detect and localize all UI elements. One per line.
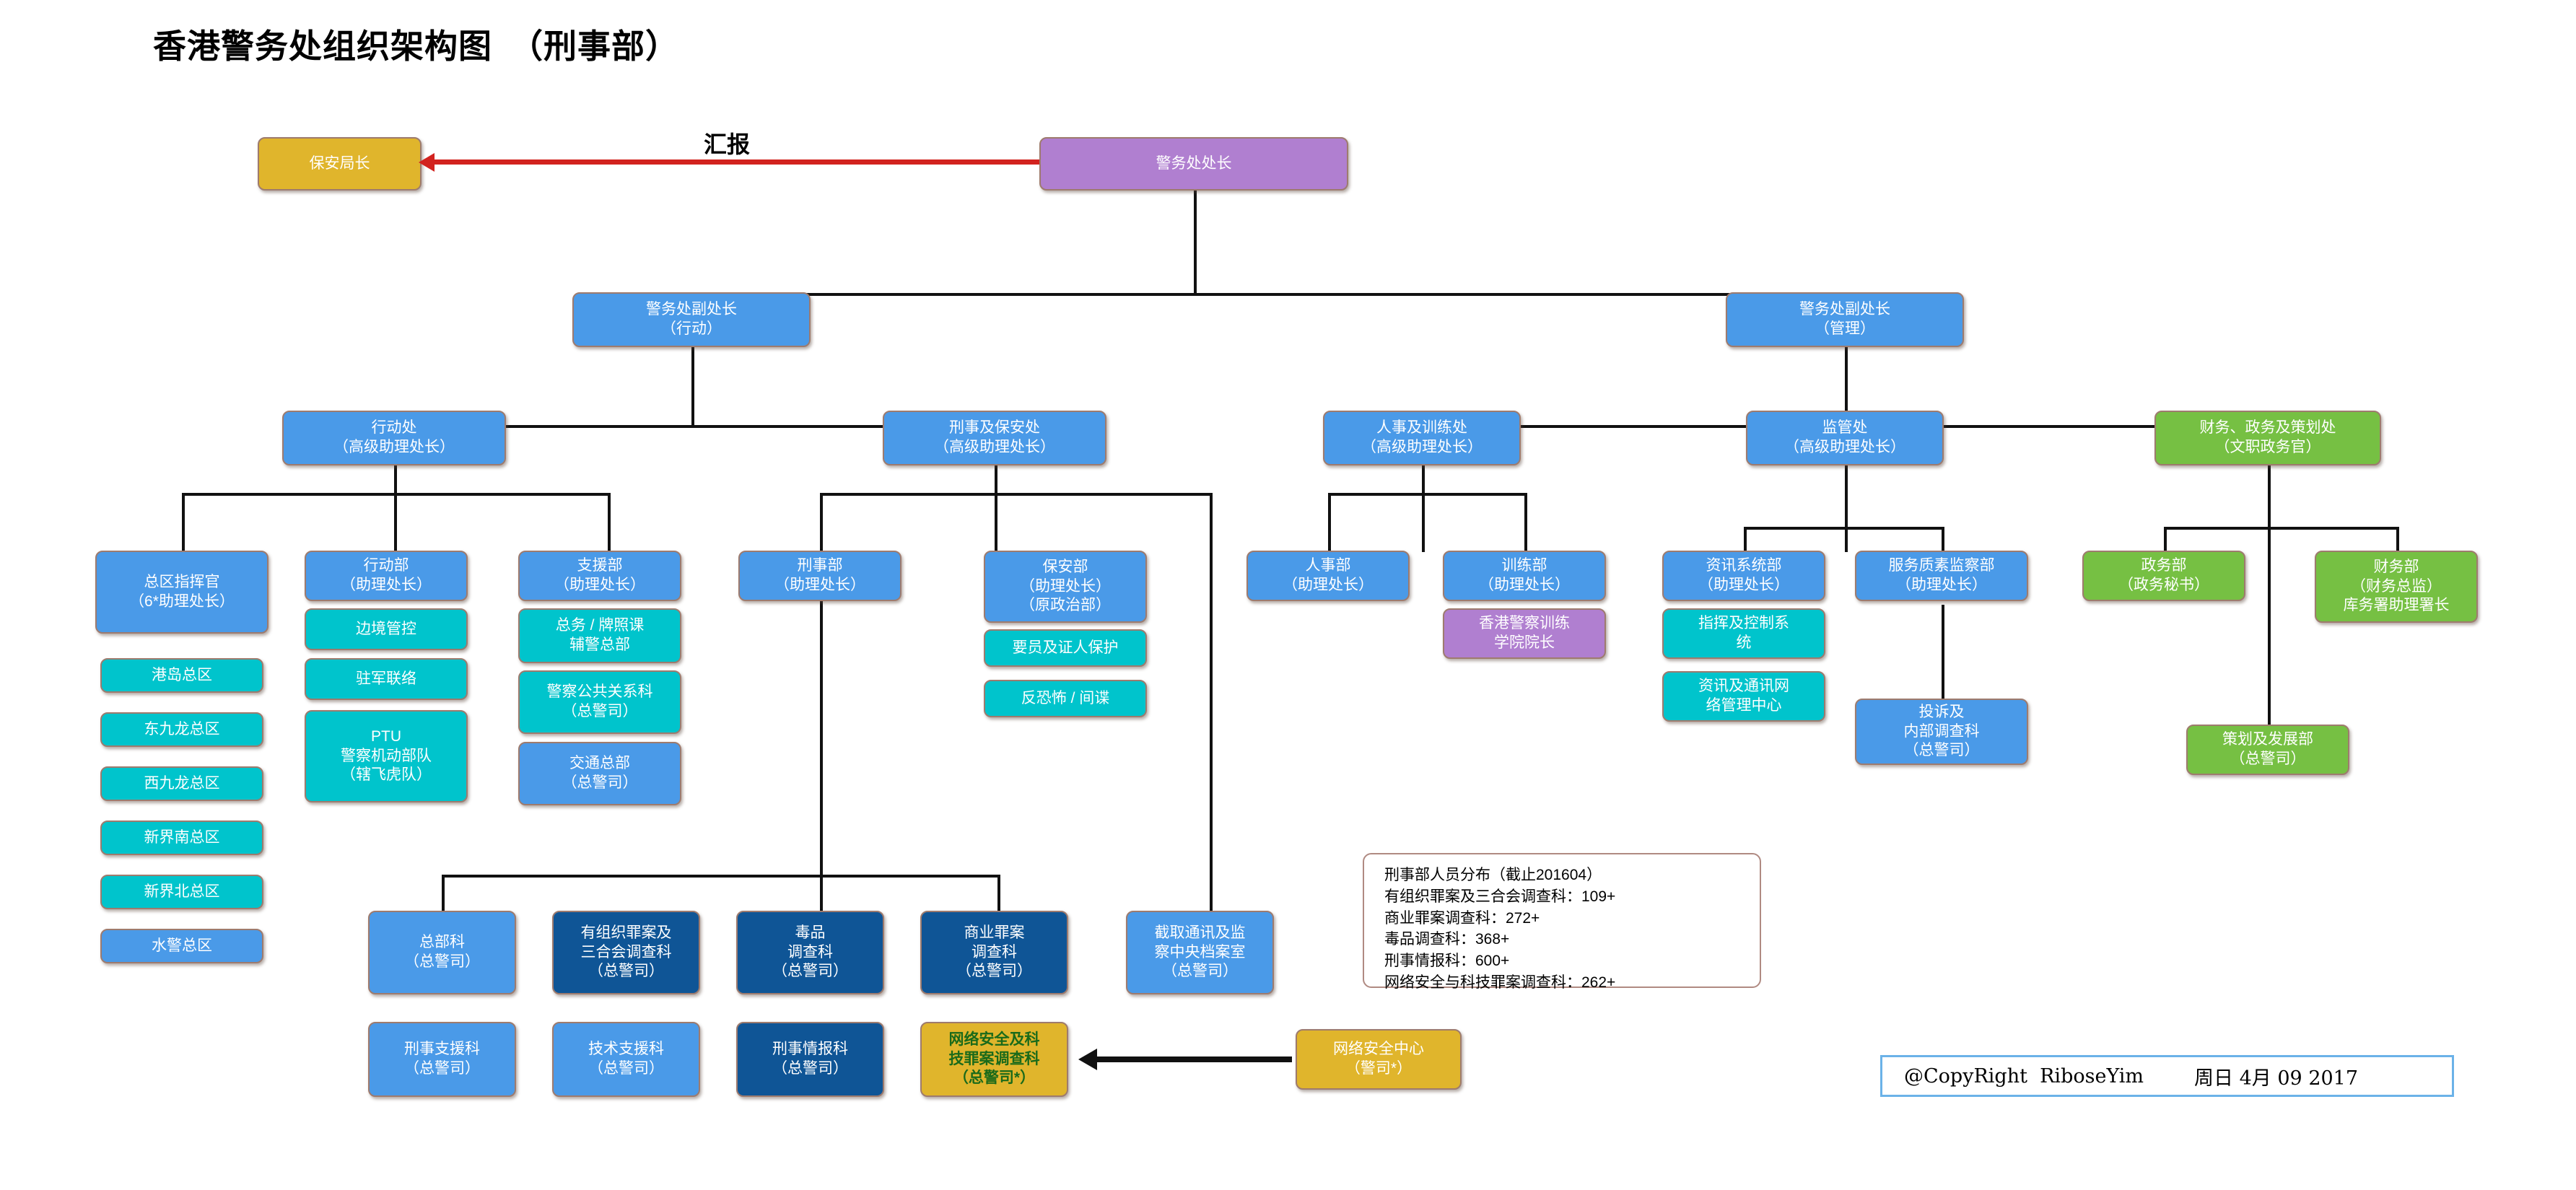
node-training-bureau[interactable]: 训练部 （助理处长） bbox=[1443, 551, 1606, 601]
node-crime-security-wing[interactable]: 刑事及保安处 （高级助理处长） bbox=[883, 411, 1106, 465]
node-region-nt-north[interactable]: 新界北总区 bbox=[100, 875, 263, 909]
node-commercial-crime-bureau[interactable]: 商业罪案 调查科 （总警司） bbox=[920, 911, 1068, 994]
node-organized-crime-triad-bureau[interactable]: 有组织罪案及 三合会调查科 （总警司） bbox=[552, 911, 700, 994]
connector-to-support-bureau bbox=[608, 493, 611, 552]
connector-crime-wing-down bbox=[820, 570, 823, 911]
connector-to-finance-bureau bbox=[2396, 527, 2399, 552]
node-narcotics-bureau[interactable]: 毒品 调查科 （总警司） bbox=[736, 911, 884, 994]
connector-ops-horizontal bbox=[396, 425, 996, 428]
copyright-date: 周日 4月 09 2017 bbox=[2194, 1067, 2359, 1090]
node-personnel-training-wing[interactable]: 人事及训练处 （高级助理处长） bbox=[1323, 411, 1521, 465]
connector-finance-children-h bbox=[2165, 527, 2398, 530]
node-operations-bureau[interactable]: 行动部 （助理处长） bbox=[305, 551, 468, 601]
connector-tier1-horizontal bbox=[693, 293, 1848, 296]
node-criminal-intelligence-bureau[interactable]: 刑事情报科 （总警司） bbox=[736, 1022, 884, 1097]
node-security-bureau[interactable]: 保安局长 bbox=[258, 137, 422, 191]
connector-to-region-commander bbox=[182, 493, 185, 552]
connector-to-crime-wing bbox=[820, 493, 823, 552]
connector-personnel-down bbox=[1422, 465, 1425, 552]
node-finance-admin-planning-wing[interactable]: 财务、政务及策划处 （文职政务官） bbox=[2154, 411, 2381, 465]
connector-dep-ops-down bbox=[691, 347, 694, 426]
connector-to-service-quality bbox=[1942, 527, 1944, 552]
connector-to-hq-section bbox=[442, 875, 445, 912]
connector-cid-h bbox=[443, 875, 999, 878]
node-cyber-security-center[interactable]: 网络安全中心 （警司*） bbox=[1296, 1029, 1462, 1090]
node-region-marine[interactable]: 水警总区 bbox=[100, 929, 263, 963]
stats-line-5: 网络安全与科技罪案调查科：262+ bbox=[1384, 974, 1616, 992]
report-arrow-label: 汇报 bbox=[704, 131, 751, 158]
report-arrow-head bbox=[419, 153, 435, 172]
connector-mgmt-wing-down bbox=[1845, 465, 1848, 552]
node-region-commander[interactable]: 总区指挥官 （6*助理处长） bbox=[95, 551, 268, 634]
connector-ops-dept-down bbox=[394, 465, 397, 552]
node-deputy-operations[interactable]: 警务处副处长 （行动） bbox=[572, 292, 811, 347]
cyber-link-arrow-line bbox=[1097, 1056, 1292, 1062]
node-technology-support-bureau[interactable]: 技术支援科 （总警司） bbox=[552, 1022, 700, 1097]
node-management-wing[interactable]: 监管处 （高级助理处长） bbox=[1746, 411, 1944, 465]
connector-finance-down bbox=[2268, 465, 2271, 769]
stats-line-2: 商业罪案调查科：272+ bbox=[1384, 909, 1540, 927]
cyber-link-arrow-head bbox=[1078, 1049, 1097, 1070]
node-command-control-system[interactable]: 指挥及控制系 统 bbox=[1662, 608, 1825, 659]
node-police-public-relations[interactable]: 警察公共关系科 （总警司） bbox=[518, 670, 681, 734]
node-border-control[interactable]: 边境管控 bbox=[305, 608, 468, 650]
node-interception-central-registry[interactable]: 截取通讯及监 察中央档案室 （总警司） bbox=[1126, 911, 1274, 994]
crime-wing-statistics-box: 刑事部人员分布（截止201604） 有组织罪案及三合会调查科：109+ 商业罪案… bbox=[1363, 853, 1761, 991]
connector-crime-security-down bbox=[995, 465, 997, 552]
node-police-college[interactable]: 香港警察训练 学院院长 bbox=[1443, 608, 1606, 659]
connector-personnel-children-h bbox=[1330, 493, 1526, 496]
node-counter-terror-espionage[interactable]: 反恐怖 / 间谍 bbox=[984, 680, 1147, 717]
connector-to-admin-bureau bbox=[2164, 527, 2167, 552]
node-planning-development-bureau[interactable]: 策划及发展部 （总警司） bbox=[2186, 725, 2349, 775]
stats-line-3: 毒品调查科：368+ bbox=[1384, 931, 1510, 948]
connector-to-commercial-crime bbox=[997, 875, 1000, 912]
node-crime-support-bureau[interactable]: 刑事支援科 （总警司） bbox=[368, 1022, 516, 1097]
stats-line-4: 刑事情报科：600+ bbox=[1384, 953, 1510, 970]
node-region-hk-island[interactable]: 港岛总区 bbox=[100, 658, 263, 693]
connector-to-complaints bbox=[1942, 605, 1944, 700]
node-ptu[interactable]: PTU 警察机动部队 （辖飞虎队） bbox=[305, 710, 468, 802]
connector-commissioner-down bbox=[1194, 191, 1197, 294]
node-finance-bureau[interactable]: 财务部 （财务总监） 库务署助理署长 bbox=[2315, 551, 2478, 623]
node-ict-network-center[interactable]: 资讯及通讯网 络管理中心 bbox=[1662, 671, 1825, 722]
node-support-bureau[interactable]: 支援部 （助理处长） bbox=[518, 551, 681, 601]
node-service-quality-bureau[interactable]: 服务质素监察部 （助理处长） bbox=[1855, 551, 2028, 601]
stats-line-1: 有组织罪案及三合会调查科：109+ bbox=[1384, 888, 1616, 905]
node-cyber-security-tech-crime-bureau[interactable]: 网络安全及科 技罪案调查科 （总警司*） bbox=[920, 1022, 1068, 1097]
connector-mgmt-children-h bbox=[1745, 527, 1943, 530]
node-region-kowloon-west[interactable]: 西九龙总区 bbox=[100, 766, 263, 801]
node-information-systems-bureau[interactable]: 资讯系统部 （助理处长） bbox=[1662, 551, 1825, 601]
connector-to-personnel-bureau bbox=[1328, 493, 1331, 552]
copyright-owner: @CopyRight RiboseYim bbox=[1904, 1064, 2144, 1088]
node-commissioner[interactable]: 警务处处长 bbox=[1039, 137, 1348, 191]
stats-line-0: 刑事部人员分布（截止201604） bbox=[1384, 867, 1602, 883]
node-region-nt-south[interactable]: 新界南总区 bbox=[100, 821, 263, 855]
node-crime-bureau[interactable]: 刑事部 （助理处长） bbox=[738, 551, 901, 601]
node-region-kowloon-east[interactable]: 东九龙总区 bbox=[100, 712, 263, 747]
page-title: 香港警务处组织架构图 （刑事部） bbox=[153, 27, 679, 66]
connector-crime-children-h bbox=[821, 493, 1211, 496]
node-deputy-management[interactable]: 警务处副处长 （管理） bbox=[1726, 292, 1964, 347]
node-hq-section[interactable]: 总部科 （总警司） bbox=[368, 911, 516, 994]
node-security-bureau-political[interactable]: 保安部 （助理处长） （原政治部） bbox=[984, 551, 1147, 623]
node-garrison-liaison[interactable]: 驻军联络 bbox=[305, 658, 468, 700]
connector-to-info-systems bbox=[1744, 527, 1747, 552]
copyright-box: @CopyRight RiboseYim 周日 4月 09 2017 bbox=[1880, 1055, 2454, 1097]
node-administration-bureau[interactable]: 政务部 （政务秘书） bbox=[2082, 551, 2245, 601]
node-complaints-internal-investigation[interactable]: 投诉及 内部调查科 （总警司） bbox=[1855, 699, 2028, 765]
node-general-licensing[interactable]: 总务 / 牌照课 辅警总部 bbox=[518, 608, 681, 663]
node-traffic-headquarters[interactable]: 交通总部 （总警司） bbox=[518, 742, 681, 805]
connector-to-training-bureau bbox=[1524, 493, 1527, 552]
connector-ops-children-h bbox=[183, 493, 609, 496]
connector-dep-mgmt-down bbox=[1845, 347, 1848, 426]
node-vip-witness-protection[interactable]: 要员及证人保护 bbox=[984, 629, 1147, 667]
report-arrow-line bbox=[433, 159, 1039, 165]
connector-to-interception bbox=[1210, 493, 1213, 911]
node-personnel-bureau[interactable]: 人事部 （助理处长） bbox=[1246, 551, 1410, 601]
node-operations-wing[interactable]: 行动处 （高级助理处长） bbox=[282, 411, 506, 465]
